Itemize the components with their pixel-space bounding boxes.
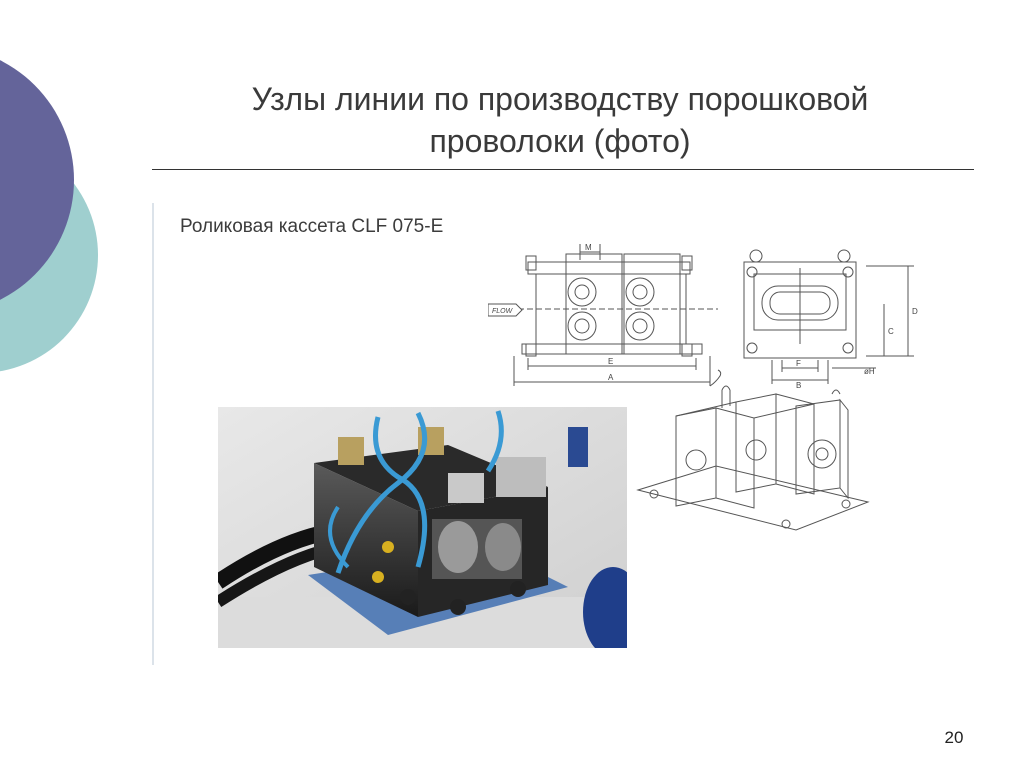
slide-title-line-1: Узлы линии по производству порошковой [251,81,869,117]
side-view-drawing: D C F B øH [743,249,918,390]
dim-label-h: øH [864,367,875,376]
dim-label-a: A [608,373,614,382]
decorative-circles [0,0,200,767]
page-number: 20 [944,728,964,747]
slide-title: Узлы линии по производству порошковой пр… [150,78,970,162]
dim-label-b: B [796,381,801,390]
isometric-drawing [636,385,870,531]
purple-circle [0,60,74,300]
dim-label-f: F [796,359,801,368]
flow-label: FLOW [492,308,514,315]
content-frame-edge [152,203,154,665]
front-view-drawing: FLOW M E A [488,243,722,387]
dim-label-m: M [585,243,592,252]
figure-caption: Роликовая кассета CLF 075-E [180,216,444,237]
dim-label-d: D [912,307,918,316]
dim-label-c: C [888,327,894,336]
dim-label-e: E [608,357,613,366]
title-underline [152,169,974,170]
slide-title-line-2: проволоки (фото) [429,123,691,159]
roller-cassette-photo [218,407,627,648]
